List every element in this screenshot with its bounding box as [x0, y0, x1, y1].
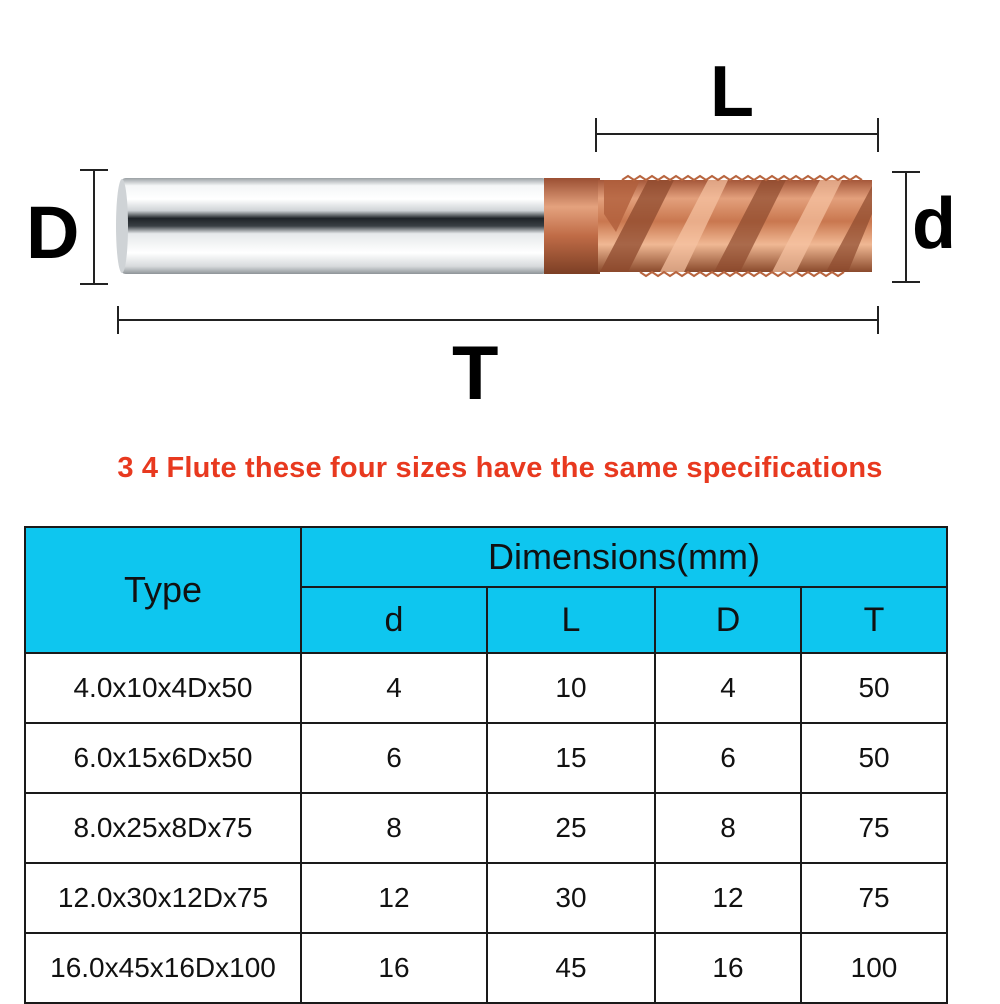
table-row: 12.0x30x12Dx75 12 30 12 75 [24, 862, 949, 934]
total-length-label: T [452, 331, 499, 416]
cell-L: 10 [486, 652, 656, 724]
table-row: 6.0x15x6Dx50 6 15 6 50 [24, 722, 949, 794]
table-row: 16.0x45x16Dx100 16 45 16 100 [24, 932, 949, 1004]
dimensions-table: Type Dimensions(mm) d L D T 4.0x10x4Dx50… [24, 526, 949, 1004]
cell-T: 75 [799, 792, 949, 864]
cell-D: 16 [654, 932, 802, 1004]
cell-T: 100 [799, 932, 949, 1004]
specification-note: 3 4 Flute these four sizes have the same… [117, 452, 883, 484]
cell-D: 4 [654, 652, 802, 724]
shank [116, 178, 548, 274]
cell-D: 6 [654, 722, 802, 794]
header-col-L: L [486, 586, 656, 654]
end-mill-diagram [80, 118, 920, 334]
header-col-d: d [300, 586, 488, 654]
cell-T: 50 [799, 652, 949, 724]
cell-type: 4.0x10x4Dx50 [24, 652, 302, 724]
cell-type: 8.0x25x8Dx75 [24, 792, 302, 864]
table-row: 8.0x25x8Dx75 8 25 8 75 [24, 792, 949, 864]
cell-d: 12 [300, 862, 488, 934]
coated-neck [544, 178, 600, 274]
cell-T: 75 [799, 862, 949, 934]
cell-type: 6.0x15x6Dx50 [24, 722, 302, 794]
header-col-D: D [654, 586, 802, 654]
cell-L: 30 [486, 862, 656, 934]
cell-d: 8 [300, 792, 488, 864]
cell-L: 25 [486, 792, 656, 864]
flutes [598, 174, 872, 278]
cell-L: 45 [486, 932, 656, 1004]
cell-L: 15 [486, 722, 656, 794]
cell-d: 4 [300, 652, 488, 724]
header-dimensions: Dimensions(mm) [299, 526, 949, 588]
header-type: Type [24, 526, 302, 654]
cutting-diameter-label: d [912, 184, 956, 264]
dimension-lines [80, 118, 920, 334]
cell-d: 6 [300, 722, 488, 794]
shank-diameter-label: D [26, 191, 80, 274]
cell-T: 50 [799, 722, 949, 794]
cell-type: 12.0x30x12Dx75 [24, 862, 302, 934]
cell-d: 16 [300, 932, 488, 1004]
header-col-T: T [799, 586, 949, 654]
cell-D: 12 [654, 862, 802, 934]
length-of-cut-label: L [710, 52, 754, 132]
cell-D: 8 [654, 792, 802, 864]
cell-type: 16.0x45x16Dx100 [24, 932, 302, 1004]
table-row: 4.0x10x4Dx50 4 10 4 50 [24, 652, 949, 724]
